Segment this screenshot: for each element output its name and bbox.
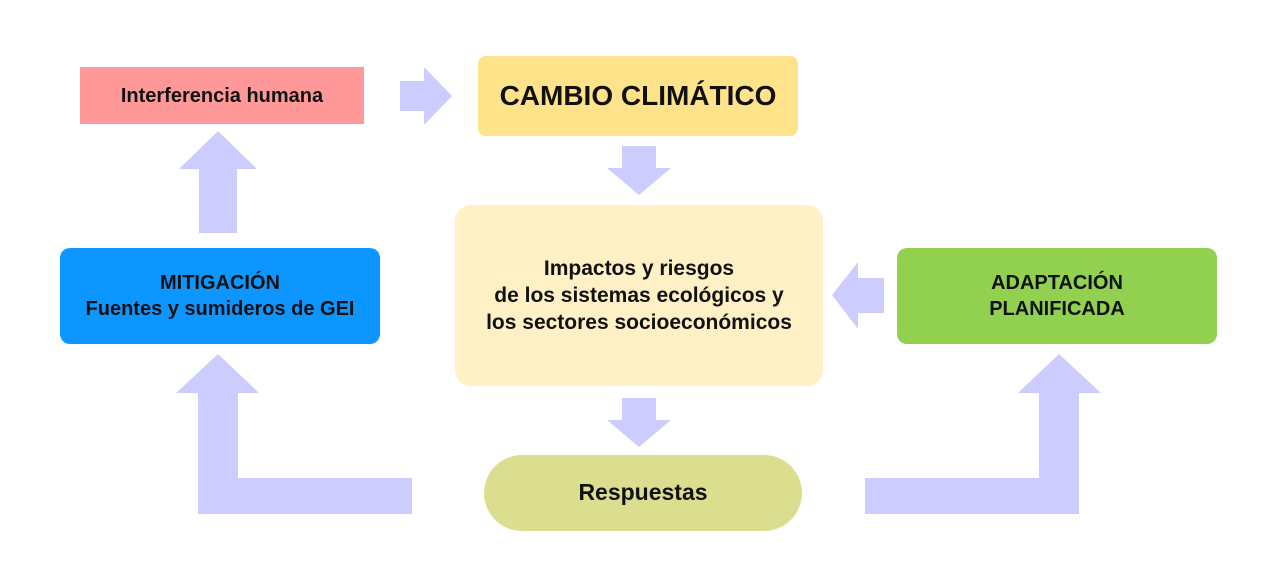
node-interferencia-label: Interferencia humana (120, 84, 324, 107)
arrow-interferencia-to-cambio (400, 67, 452, 125)
node-impactos-riesgos: Impactos y riesgos de los sistemas ecoló… (455, 205, 823, 386)
node-adaptacion: ADAPTACIÓN PLANIFICADA (897, 248, 1217, 344)
node-adaptacion-line-2: PLANIFICADA (989, 298, 1125, 320)
arrow-cambio-to-impactos (607, 146, 671, 195)
node-interferencia-humana: Interferencia humana (80, 67, 364, 124)
node-cambio-climatico: CAMBIO CLIMÁTICO (478, 56, 798, 136)
node-cambio-label: CAMBIO CLIMÁTICO (499, 79, 777, 111)
arrow-respuestas-to-adaptacion (865, 354, 1101, 514)
node-adaptacion-line-1: ADAPTACIÓN (991, 272, 1123, 294)
arrow-adaptacion-to-impactos (832, 262, 884, 329)
arrow-mitigacion-to-interferencia (179, 131, 257, 233)
node-impactos-line-3: los sectores socioeconómicos (486, 311, 792, 335)
node-mitigacion-line-1: MITIGACIÓN (160, 272, 280, 294)
node-mitigacion: MITIGACIÓN Fuentes y sumideros de GEI (60, 248, 380, 344)
node-impactos-line-2: de los sistemas ecológicos y (494, 283, 784, 307)
arrow-respuestas-to-mitigacion (176, 354, 412, 514)
node-respuestas: Respuestas (484, 455, 802, 531)
node-respuestas-label: Respuestas (578, 479, 708, 506)
node-impactos-line-1: Impactos y riesgos (543, 256, 735, 280)
node-mitigacion-line-2: Fuentes y sumideros de GEI (85, 298, 355, 320)
arrow-impactos-to-respuestas (607, 398, 671, 447)
